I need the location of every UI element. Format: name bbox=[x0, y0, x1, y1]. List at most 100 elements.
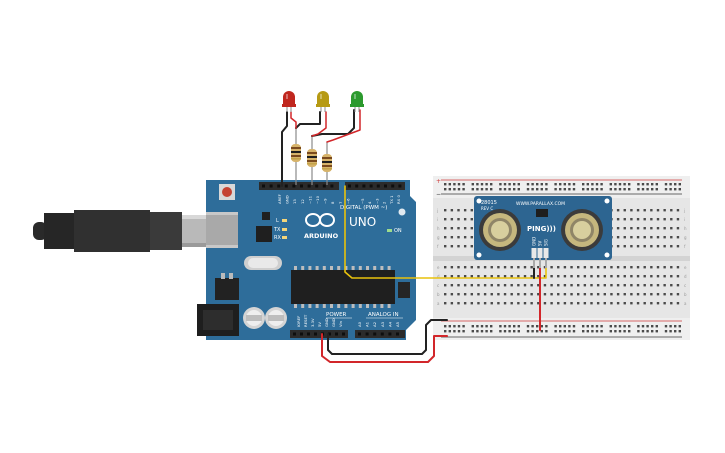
arduino-uno-board[interactable]: L TX RX ON ARDUINO UNO DIGITAL (PWM ~) P… bbox=[197, 180, 416, 340]
digital-pin-label-1: GND bbox=[285, 195, 290, 204]
on-label: ON bbox=[394, 228, 402, 234]
led-green[interactable] bbox=[350, 91, 364, 112]
sensor-small-chip bbox=[536, 209, 548, 217]
breadboard-row-letter: f bbox=[684, 244, 686, 249]
wire-led-gnd[interactable] bbox=[281, 111, 288, 187]
led-red[interactable] bbox=[282, 91, 296, 112]
rx-led bbox=[282, 236, 287, 239]
l-led bbox=[282, 219, 287, 222]
sensor-part-number: 28015 bbox=[481, 200, 497, 206]
power-pin-label-2: 3.3V bbox=[310, 318, 315, 327]
breadboard-row-letter: i bbox=[437, 217, 438, 222]
analog-pin-label-5: A5 bbox=[395, 321, 400, 327]
digital-pin-label-0: AREF bbox=[277, 194, 282, 204]
reset-button[interactable] bbox=[219, 184, 235, 200]
digital-pin-label-9: ~6 bbox=[345, 198, 350, 204]
wire-gnd-breadboard[interactable] bbox=[327, 319, 448, 355]
power-pin-label-5: GND bbox=[331, 318, 336, 327]
breadboard-row-letter: e bbox=[684, 265, 687, 270]
sensor-pin-leg bbox=[545, 258, 547, 268]
resistor[interactable] bbox=[322, 154, 332, 172]
voltage-regulator bbox=[215, 278, 239, 300]
breadboard-row-letter: j bbox=[683, 208, 685, 213]
digital-pin-label-6: ~9 bbox=[323, 198, 328, 204]
sensor-pin-label: SIG bbox=[544, 239, 549, 246]
breadboard-row-letter: h bbox=[684, 226, 687, 231]
digital-header[interactable] bbox=[259, 182, 405, 190]
rail-minus-label: − bbox=[436, 191, 441, 198]
mounting-hole bbox=[398, 208, 406, 216]
digital-pin-label-10: ~5 bbox=[360, 198, 365, 204]
wire-signal[interactable] bbox=[344, 185, 547, 279]
digital-pin-label-7: 8 bbox=[330, 201, 335, 204]
wires[interactable] bbox=[281, 109, 547, 363]
wire-led-anode[interactable] bbox=[290, 111, 297, 129]
digital-pin-label-13: 2 bbox=[382, 201, 387, 204]
atmega-chip bbox=[291, 266, 395, 308]
breadboard-row-letter: g bbox=[684, 235, 687, 240]
power-header[interactable] bbox=[290, 330, 348, 338]
usb-chip bbox=[256, 226, 272, 242]
wire-led-anode[interactable] bbox=[326, 109, 361, 143]
sensor-url: WWW.PARALLAX.COM bbox=[516, 201, 565, 207]
breadboard-row-letter: c bbox=[684, 283, 686, 288]
resistor[interactable] bbox=[307, 149, 317, 167]
digital-pin-label-12: ~3 bbox=[374, 198, 379, 204]
digital-pin-label-4: ~11 bbox=[307, 195, 312, 204]
arduino-logo-text: ARDUINO bbox=[304, 232, 339, 240]
resistor[interactable] bbox=[291, 144, 301, 162]
sensor-pin-leg bbox=[533, 258, 535, 268]
analog-pin-label-2: A2 bbox=[372, 321, 377, 327]
breadboard-row-letter: a bbox=[684, 301, 687, 306]
breadboard-row-letter: c bbox=[437, 283, 439, 288]
leds[interactable] bbox=[282, 91, 364, 112]
sensor-revision: REV C bbox=[481, 206, 493, 211]
analog-pin-label-1: A1 bbox=[365, 321, 370, 327]
sensor-pin[interactable] bbox=[543, 248, 549, 258]
digital-pin-label-15: RX 0 bbox=[396, 195, 401, 204]
power-jack[interactable] bbox=[197, 304, 239, 336]
breadboard-row-letter: b bbox=[684, 292, 687, 297]
sensor-name: PING))) bbox=[527, 225, 556, 233]
power-pin-label-1: RESET bbox=[303, 314, 308, 327]
digital-pin-label-3: 12 bbox=[300, 199, 305, 204]
tx-label: TX bbox=[273, 227, 281, 233]
sensor-pin-label: GND bbox=[532, 237, 537, 246]
wire-led-anode[interactable] bbox=[311, 111, 327, 137]
sensor-pin-leg bbox=[539, 258, 541, 268]
analog-pin-label-0: A0 bbox=[357, 321, 362, 327]
breadboard-row-letter: d bbox=[437, 274, 440, 279]
analog-header[interactable] bbox=[355, 330, 405, 338]
ping-sensor[interactable]: 28015 REV C WWW.PARALLAX.COM PING))) GND… bbox=[474, 196, 612, 268]
breadboard-row-letter: e bbox=[437, 265, 440, 270]
on-led bbox=[387, 229, 392, 232]
power-pin-label-3: 5V bbox=[317, 322, 322, 327]
sensor-pin[interactable] bbox=[531, 248, 537, 258]
digital-pin-label-2: 13 bbox=[292, 199, 297, 204]
analog-pin-label-4: A4 bbox=[387, 321, 392, 327]
resistors[interactable] bbox=[291, 128, 332, 185]
wire-5v-breadboard[interactable] bbox=[321, 333, 448, 363]
arduino-infinity-logo bbox=[305, 213, 335, 227]
analog-label: ANALOG IN bbox=[368, 312, 399, 318]
wire-led-gnd[interactable] bbox=[295, 111, 321, 129]
tx-led bbox=[282, 228, 287, 231]
capacitor bbox=[243, 307, 265, 329]
breadboard-row-letter: b bbox=[437, 292, 440, 297]
breadboard-row-letter: d bbox=[684, 274, 687, 279]
digital-pin-label-11: 4 bbox=[367, 201, 372, 204]
rail-plus-label: + bbox=[436, 178, 441, 185]
digital-pin-label-5: ~10 bbox=[315, 195, 320, 204]
breadboard-row-letter: j bbox=[436, 208, 438, 213]
capacitor bbox=[265, 307, 287, 329]
transducer-right bbox=[561, 209, 603, 251]
analog-pin-label-3: A3 bbox=[380, 321, 385, 327]
uno-label: UNO bbox=[349, 215, 376, 229]
power-pin-label-0: IOREF bbox=[296, 316, 301, 327]
sensor-pin[interactable] bbox=[537, 248, 543, 258]
led-yellow[interactable] bbox=[316, 91, 330, 112]
breadboard-row-letter: h bbox=[437, 226, 440, 231]
breadboard-row-letter: i bbox=[684, 217, 685, 222]
breadboard-row-letter: g bbox=[437, 235, 440, 240]
